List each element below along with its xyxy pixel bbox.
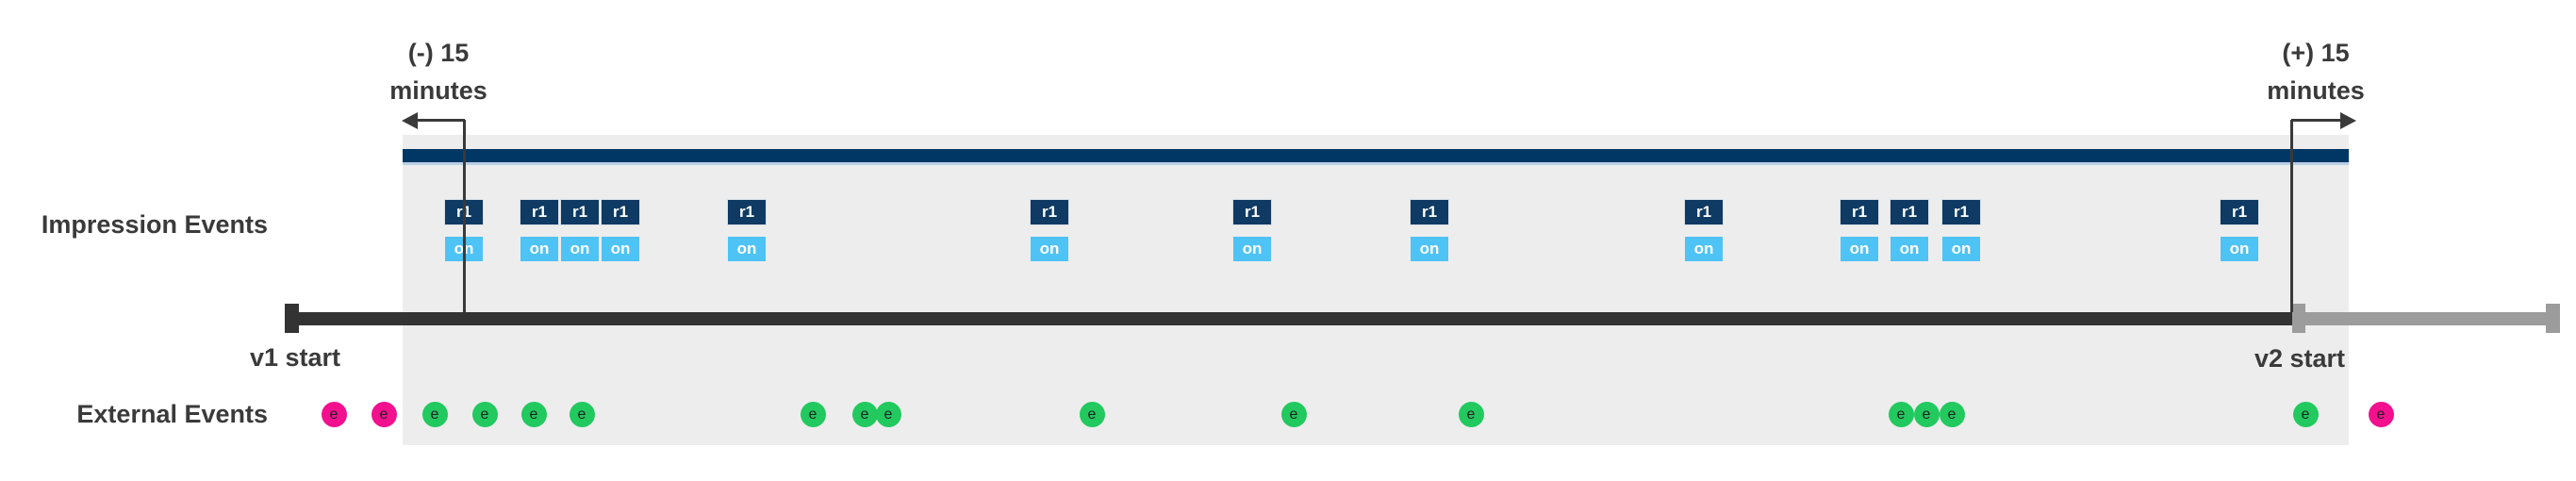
impression-request-box: r1: [1031, 200, 1068, 224]
pre-window-annotation: (-) 15 minutes: [335, 34, 542, 109]
timeline-v2-start-cap: [2292, 304, 2305, 333]
impression-events-row-label: Impression Events: [41, 210, 268, 239]
impression-event-group: r1 on: [1411, 200, 1448, 261]
impression-event-group: r1 on: [520, 200, 558, 261]
external-event-dot-green: e: [520, 402, 547, 427]
impression-request-box: r1: [1841, 200, 1878, 224]
arrowhead-left-icon: [402, 112, 418, 129]
external-event-dot-green: e: [1079, 402, 1105, 427]
timeline-v1-segment: [291, 312, 2294, 325]
pre-window-annotation-line1: (-) 15: [407, 39, 470, 67]
impression-event-group: r1 on: [2221, 200, 2258, 261]
external-event-dot-green: e: [569, 402, 595, 427]
impression-status-box: on: [520, 237, 558, 261]
impression-request-box: r1: [2221, 200, 2258, 224]
external-event-dot-green: e: [1939, 402, 1965, 427]
impression-request-box: r1: [728, 200, 766, 224]
impression-event-group: r1 on: [561, 200, 599, 261]
impression-status-box: on: [1411, 237, 1448, 261]
external-event-dot-pink: e: [371, 402, 397, 427]
impression-event-group: r1 on: [1233, 200, 1271, 261]
impression-request-box: r1: [1233, 200, 1271, 224]
timeline-v1-start-cap: [285, 304, 299, 333]
impression-event-group: r1 on: [602, 200, 639, 261]
external-event-dot-green: e: [875, 402, 901, 427]
post-window-annotation-line2: minutes: [2267, 76, 2365, 105]
pre-window-annotation-line2: minutes: [389, 76, 487, 105]
external-event-dot-green: e: [1888, 402, 1914, 427]
impression-status-box: on: [728, 237, 766, 261]
external-events-row-label: External Events: [76, 400, 268, 428]
impression-request-box: r1: [561, 200, 599, 224]
impression-status-box: on: [1841, 237, 1878, 261]
timeline-v2-segment: [2294, 312, 2548, 325]
impression-status-box: on: [561, 237, 599, 261]
impression-status-box: on: [2221, 237, 2258, 261]
impression-request-box: r1: [1411, 200, 1448, 224]
v2-start-label: v2 start: [2254, 344, 2346, 373]
external-event-dot-green: e: [800, 402, 826, 427]
post-window-annotation: (+) 15 minutes: [2212, 34, 2419, 109]
post-window-guide-line: [2290, 120, 2293, 312]
impression-event-group: r1 on: [1685, 200, 1723, 261]
measurement-window-panel: [403, 135, 2349, 445]
window-header-bar: [403, 149, 2349, 165]
external-event-dot-green: e: [2292, 402, 2319, 427]
impression-status-box: on: [1031, 237, 1068, 261]
impression-status-box: on: [1942, 237, 1980, 261]
impression-event-group: r1 on: [728, 200, 766, 261]
pre-window-arrow-line: [415, 119, 465, 122]
post-window-annotation-line1: (+) 15: [2282, 39, 2350, 67]
external-event-dot-green: e: [1458, 402, 1484, 427]
external-event-dot-pink: e: [2368, 402, 2394, 427]
impression-request-box: r1: [1685, 200, 1723, 224]
impression-status-box: on: [602, 237, 639, 261]
impression-request-box: r1: [1942, 200, 1980, 224]
impression-event-group: r1 on: [1031, 200, 1068, 261]
impression-event-group: r1 on: [1891, 200, 1928, 261]
external-event-dot-green: e: [1280, 402, 1307, 427]
impression-request-box: r1: [1891, 200, 1928, 224]
impression-request-box: r1: [602, 200, 639, 224]
external-event-dot-green: e: [421, 402, 448, 427]
impression-event-group: r1 on: [1841, 200, 1878, 261]
pre-window-guide-line: [463, 120, 466, 312]
external-event-dot-green: e: [851, 402, 878, 427]
timeline-end-cap: [2546, 304, 2560, 333]
post-window-arrow-line: [2291, 119, 2340, 122]
v1-start-label: v1 start: [249, 343, 341, 372]
impression-event-group: r1 on: [1942, 200, 1980, 261]
external-event-dot-green: e: [1913, 402, 1940, 427]
impression-status-box: on: [1233, 237, 1271, 261]
impression-status-box: on: [1891, 237, 1928, 261]
impression-request-box: r1: [520, 200, 558, 224]
external-event-dot-green: e: [471, 402, 498, 427]
arrowhead-right-icon: [2340, 112, 2356, 129]
external-event-dot-pink: e: [321, 402, 347, 427]
impression-status-box: on: [1685, 237, 1723, 261]
